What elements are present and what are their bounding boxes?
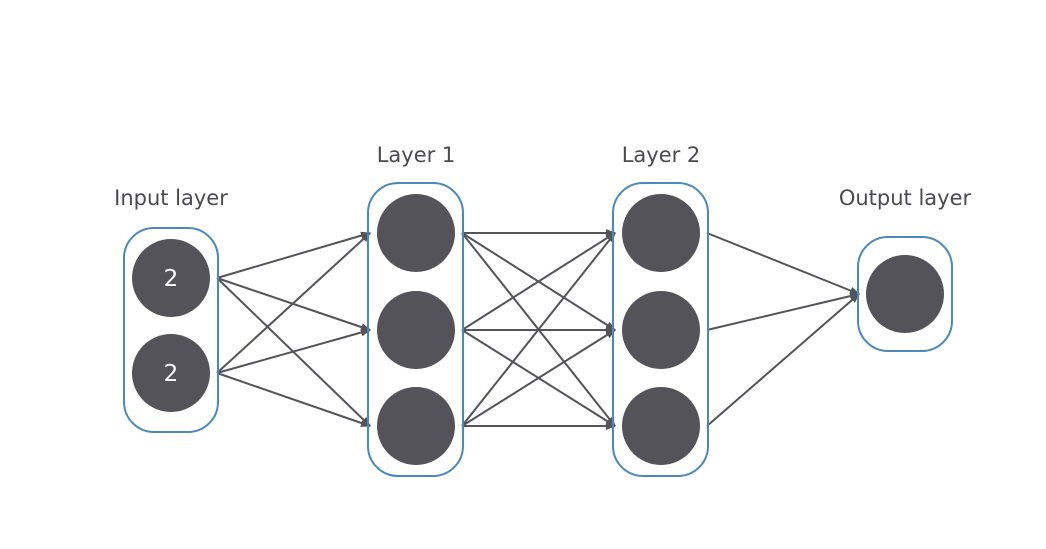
input-layer-node-2-label: 2 xyxy=(164,361,179,387)
output-layer-box xyxy=(857,236,953,352)
layer-1-box xyxy=(367,182,464,477)
input-layer-node-2 xyxy=(132,334,210,412)
connection-2-2-to-3-1 xyxy=(461,232,616,331)
connection-2-3-to-3-1 xyxy=(461,232,616,427)
layer-2-label: Layer 2 xyxy=(622,143,701,167)
input-layer-box xyxy=(123,227,219,433)
layer-labels: Input layer Layer 1 Layer 2 Output layer xyxy=(114,143,971,210)
connection-1-2-to-2-3 xyxy=(216,372,371,427)
connection-3-2-to-4-1 xyxy=(706,292,860,331)
connection-3-3-to-4-1 xyxy=(706,293,860,427)
output-layer-node-1 xyxy=(866,255,944,333)
connection-1-1-to-2-1 xyxy=(216,231,371,279)
layer-1-node-1 xyxy=(377,194,455,272)
layer-1-node-2 xyxy=(377,291,455,369)
input-layer-node-1-label: 2 xyxy=(164,266,179,292)
connection-3-1-to-4-1 xyxy=(706,232,860,295)
connection-1-2-to-2-1 xyxy=(216,232,371,374)
nodes: 22 xyxy=(132,194,944,465)
input-layer-node-1 xyxy=(132,239,210,317)
connections xyxy=(216,229,860,430)
layer-2-node-1 xyxy=(622,194,700,272)
connection-2-3-to-3-2 xyxy=(461,329,616,427)
connection-1-2-to-2-2 xyxy=(216,328,371,374)
layer-1-label: Layer 1 xyxy=(377,143,456,167)
layer-2-node-3 xyxy=(622,387,700,465)
layer-boxes xyxy=(123,182,953,477)
layer-2-node-2 xyxy=(622,291,700,369)
layer-2-box xyxy=(612,182,709,477)
layer-1-node-3 xyxy=(377,387,455,465)
output-layer-label: Output layer xyxy=(839,186,972,210)
input-layer-label: Input layer xyxy=(114,186,228,210)
